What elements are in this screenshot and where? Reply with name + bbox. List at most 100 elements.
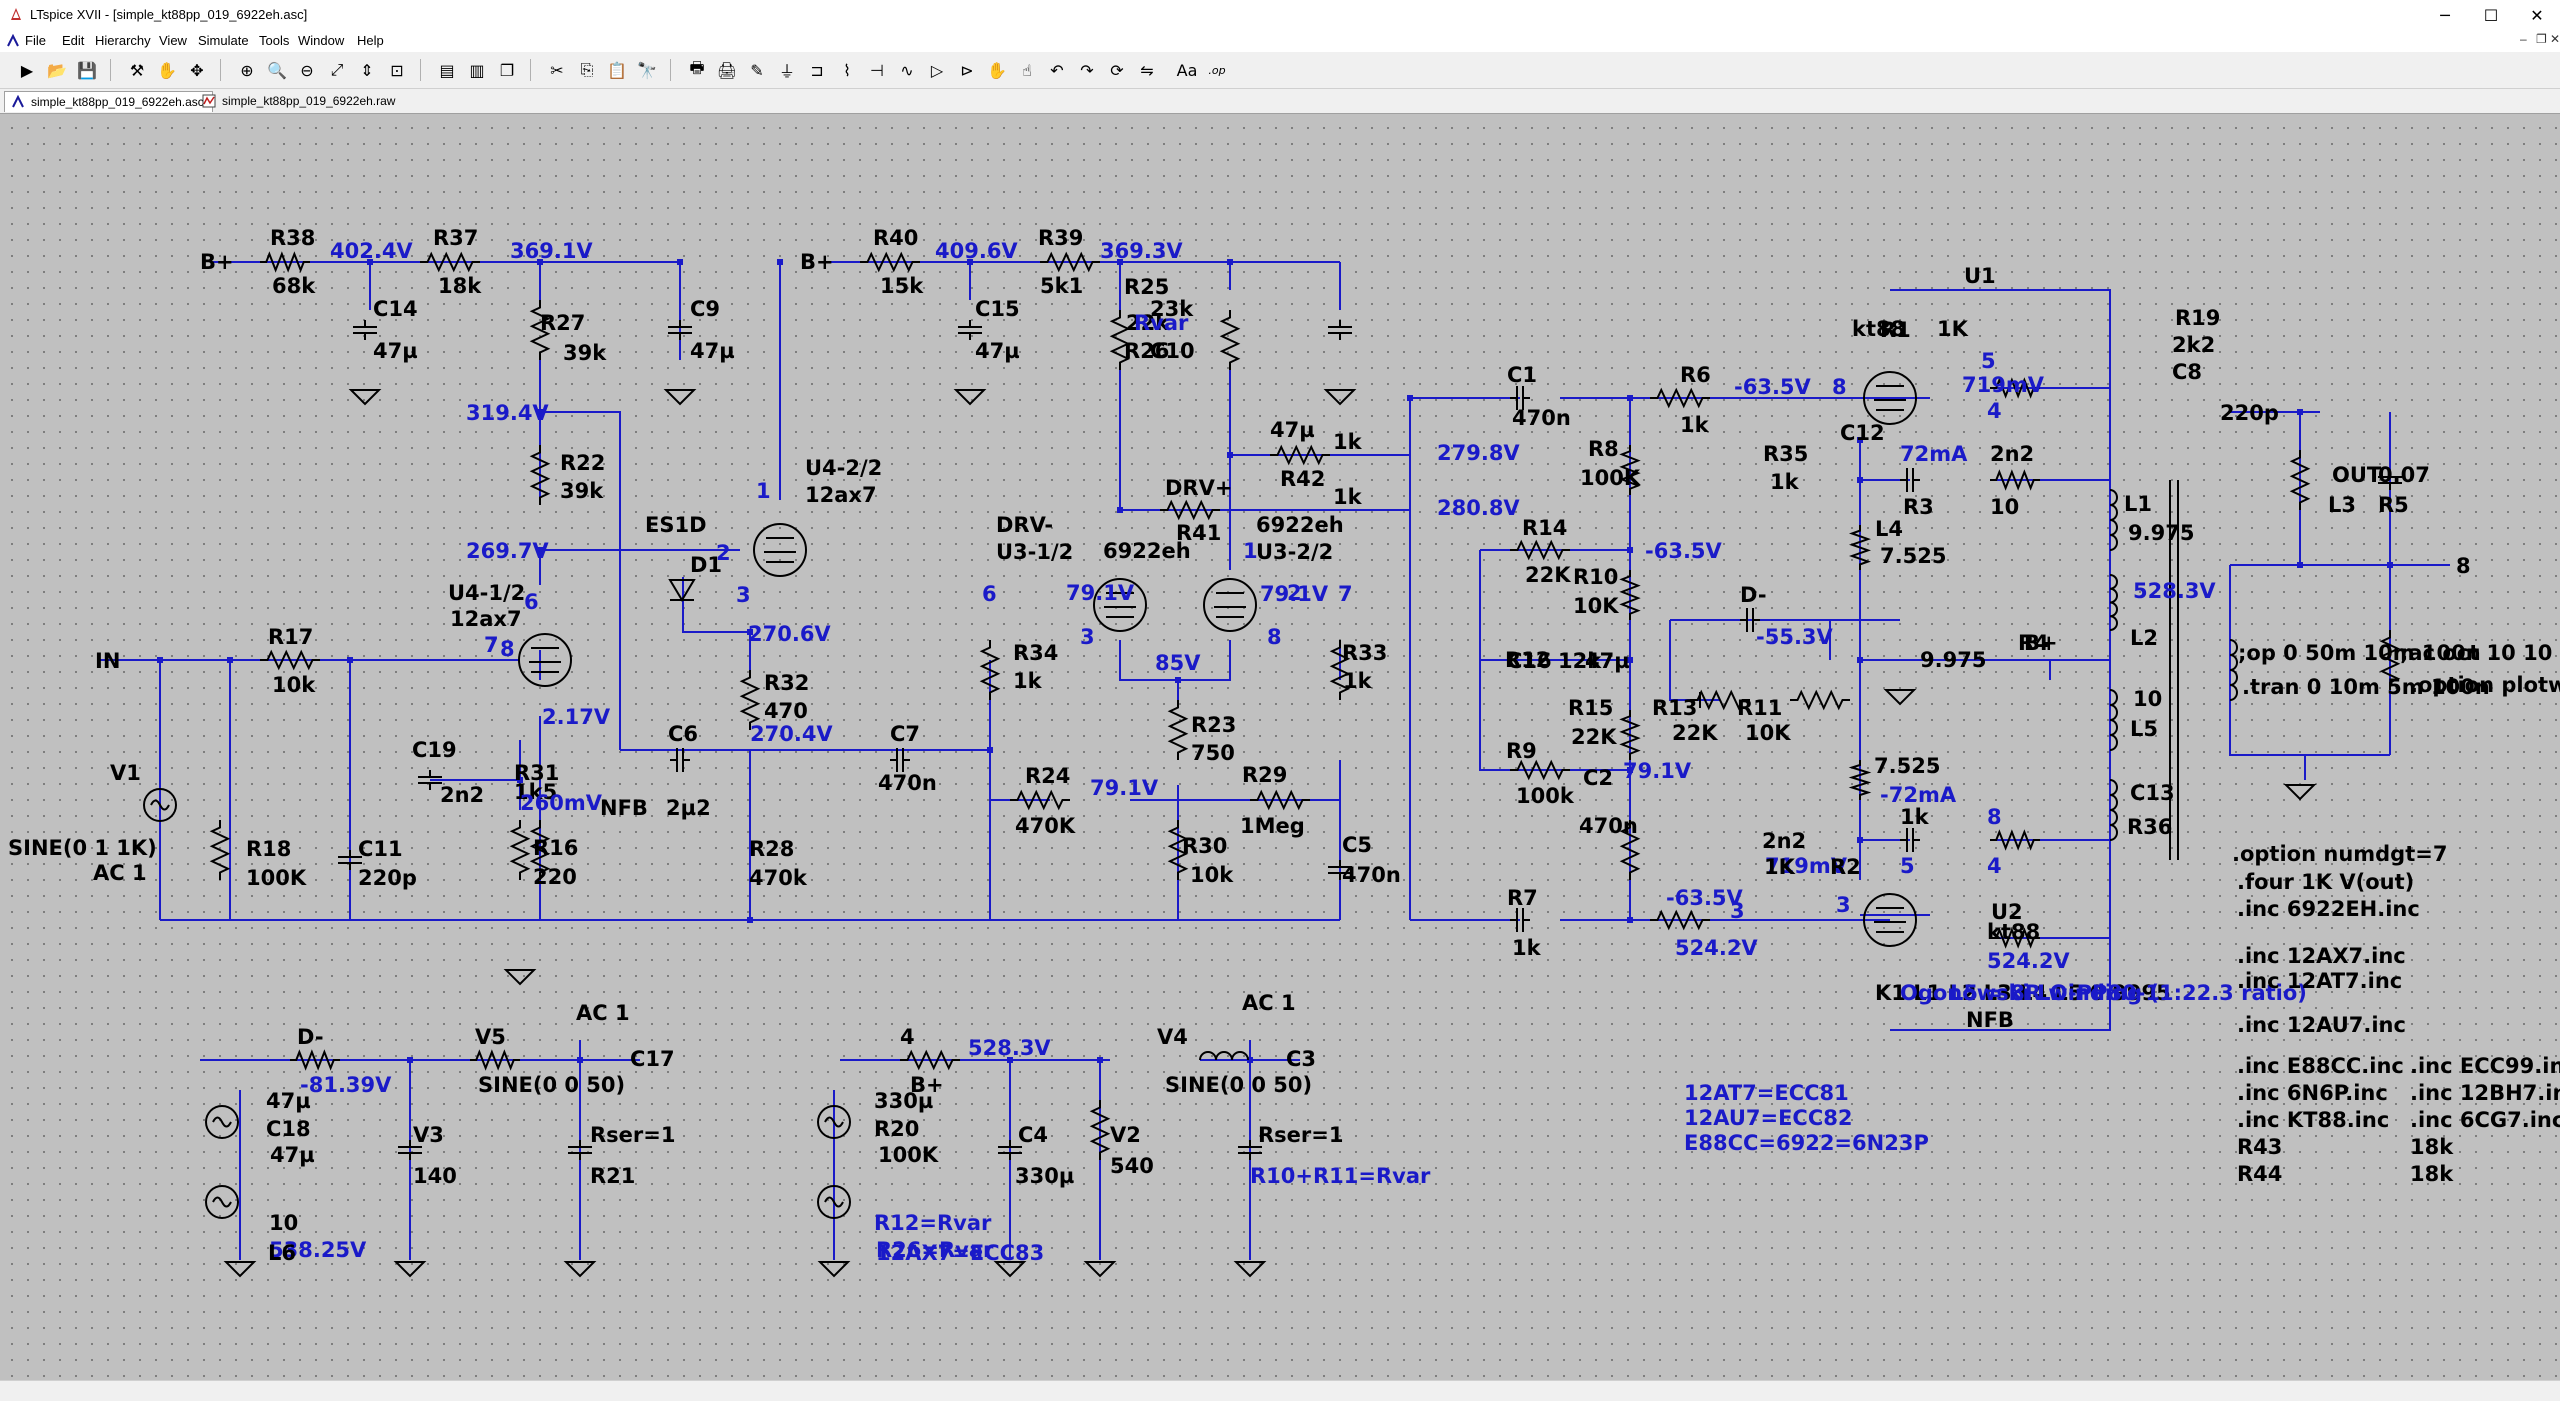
zoom-in-icon[interactable]: ⊕ — [240, 60, 254, 80]
tab-schematic[interactable]: simple_kt88pp_019_6922eh.asc — [4, 91, 213, 112]
junction-dot — [2387, 562, 2393, 568]
open-icon[interactable]: 📂 — [47, 60, 67, 80]
run-icon[interactable]: ▶ — [20, 60, 34, 80]
drag-icon[interactable]: ☝ — [1022, 60, 1032, 80]
paste-icon[interactable]: 📋 — [607, 60, 627, 80]
find-icon[interactable]: 🔭 — [637, 60, 657, 80]
menu-view[interactable]: View — [159, 33, 187, 48]
ground-icon[interactable]: ⏚ — [778, 62, 795, 81]
save-icon[interactable]: 💾 — [77, 60, 97, 80]
tile-horizontal-icon[interactable]: ▤ — [439, 60, 455, 80]
component-icon[interactable]: ⊳ — [960, 60, 974, 80]
capacitor-icon[interactable]: ⊣ — [870, 60, 884, 80]
menu-help[interactable]: Help — [357, 33, 384, 48]
schematic-label: D- — [1740, 583, 1767, 607]
mirror-icon[interactable]: ⇋ — [1140, 60, 1154, 80]
tab-waveform[interactable]: simple_kt88pp_019_6922eh.raw — [196, 91, 403, 111]
print-setup-icon[interactable]: 🖨 — [716, 60, 738, 80]
menu-simulate[interactable]: Simulate — [198, 33, 249, 48]
menu-hierarchy[interactable]: Hierarchy — [95, 33, 151, 48]
schematic-label: 470k — [749, 866, 808, 890]
menu-window[interactable]: Window — [298, 33, 345, 48]
pan-icon[interactable]: ✥ — [190, 60, 204, 80]
schematic-drawing[interactable]: B+R3868k402.4VR3718k369.1VC1447µR2739kC9… — [0, 114, 2560, 1380]
schematic-label: 7 — [1338, 582, 1353, 606]
schematic-label: 85V — [1155, 651, 1201, 675]
resistor-symbol — [1990, 377, 2040, 399]
print-icon[interactable]: 🖶 — [689, 57, 705, 77]
diode-icon[interactable]: ▷ — [930, 60, 944, 80]
schematic-label: 5k1 — [1040, 274, 1083, 298]
capacitor-symbol — [568, 1140, 592, 1160]
schematic-label: R9 — [1506, 739, 1537, 763]
sine-wave-glyph — [212, 1196, 232, 1208]
schematic-label: U2 — [1991, 900, 2023, 924]
schematic-label: -63.5V — [1734, 375, 1812, 399]
text-icon[interactable]: Aa — [1176, 60, 1198, 80]
ground-symbol — [2283, 784, 2317, 801]
schematic-label: 4 — [1987, 399, 2002, 423]
cut-icon[interactable]: ✂ — [550, 60, 564, 80]
undo-icon[interactable]: ↶ — [1050, 60, 1064, 80]
schematic-label: V2 — [1110, 1123, 1141, 1147]
zoom-area-icon[interactable]: 🔍 — [267, 60, 287, 80]
resistor-symbol — [209, 820, 231, 880]
schematic-label: R2 — [1830, 855, 1861, 879]
resistor-symbol — [1650, 387, 1710, 409]
schematic-label: C16 — [1507, 649, 1552, 673]
doc-restore-icon[interactable]: ❐ — [2536, 32, 2547, 46]
schematic-label: AC 1 — [576, 1001, 630, 1025]
doc-minimize-icon[interactable]: ‒ — [2520, 32, 2527, 46]
schematic-label: R1 — [1880, 318, 1911, 342]
halt-icon[interactable]: ✋ — [157, 60, 177, 80]
schematic-label: 528.3V — [968, 1036, 1051, 1060]
inductor-symbol — [2109, 489, 2118, 551]
resistor-icon[interactable]: ⌇ — [843, 60, 851, 80]
resistor-symbol — [1690, 689, 1750, 711]
redo-icon[interactable]: ↷ — [1080, 60, 1094, 80]
schematic-label: 22K — [1525, 563, 1571, 587]
fit-icon[interactable]: ⊡ — [390, 60, 404, 80]
cascade-icon[interactable]: ❐ — [499, 60, 515, 80]
menu-tools[interactable]: Tools — [259, 33, 290, 48]
schematic-label: Ogonowski LO-PP80-1 — [1900, 981, 2160, 1005]
draw-wire-icon[interactable]: ✎ — [750, 60, 764, 80]
menu-edit[interactable]: Edit — [62, 33, 85, 48]
ground-symbol — [817, 1261, 851, 1278]
autorange-icon[interactable]: ⇕ — [360, 60, 374, 80]
schematic-label: .inc 6CG7.inc — [2410, 1108, 2560, 1132]
spice-directive-icon[interactable]: .op — [1208, 63, 1226, 77]
copy-icon[interactable]: ⎘ — [580, 60, 594, 79]
schematic-label: 1Meg — [1240, 814, 1305, 838]
rotate-icon[interactable]: ⟳ — [1110, 60, 1124, 80]
close-button[interactable]: ✕ — [2514, 0, 2560, 30]
resistor-symbol — [1270, 444, 1330, 466]
schematic-label: 1k — [1680, 413, 1710, 437]
schematic-label: 2n2 — [1990, 442, 2034, 466]
zoom-fit-icon[interactable]: ⤢ — [330, 60, 344, 79]
schematic-label: 3 — [1080, 625, 1095, 649]
schematic-label: 1k — [1900, 805, 1930, 829]
maximize-button[interactable]: ☐ — [2468, 0, 2514, 30]
junction-dot — [1627, 395, 1633, 401]
control-panel-icon[interactable]: ⚒ — [129, 60, 145, 80]
schematic-label: 470n — [878, 771, 937, 795]
ground-symbol — [563, 1261, 597, 1278]
document-icon[interactable] — [6, 34, 20, 48]
move-icon[interactable]: ✋ — [987, 60, 1007, 80]
schematic-label: 12AX7=ECC83 — [876, 1241, 1044, 1265]
schematic-label: 330µ — [1015, 1164, 1074, 1188]
tile-vertical-icon[interactable]: ▥ — [469, 60, 485, 80]
menu-file[interactable]: File — [25, 33, 46, 48]
schematic-label: 1k — [1512, 936, 1542, 960]
minimize-button[interactable]: ─ — [2422, 0, 2468, 30]
inductor-icon[interactable]: ∿ — [900, 60, 914, 80]
doc-close-icon[interactable]: ✕ — [2550, 32, 2560, 46]
schematic-label: 12AU7=ECC82 — [1684, 1106, 1852, 1130]
zoom-out-icon[interactable]: ⊖ — [300, 60, 314, 80]
label-net-icon[interactable]: ⊐ — [810, 60, 824, 80]
schematic-label: .inc E88CC.inc — [2237, 1054, 2404, 1078]
schematic-label: -63.5V — [1666, 886, 1744, 910]
schematic-label: R18 — [246, 837, 291, 861]
